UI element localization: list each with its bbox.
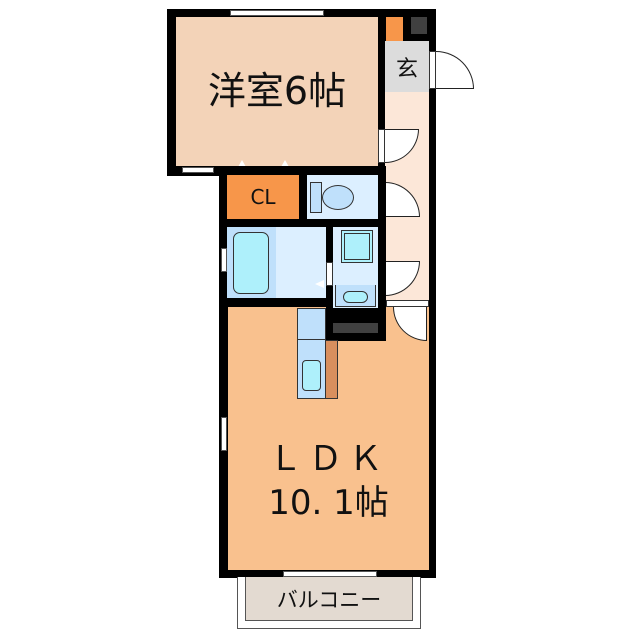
shoe-box bbox=[386, 17, 403, 41]
wash-basin-sink-icon bbox=[343, 291, 368, 303]
kitchen-sink-icon bbox=[302, 360, 321, 391]
bathtub-icon bbox=[233, 232, 269, 294]
bathroom-window bbox=[221, 248, 227, 272]
ldk-window-left bbox=[221, 417, 227, 451]
toilet-room bbox=[307, 175, 378, 219]
balcony: バルコニー bbox=[245, 577, 413, 621]
western-room-door-opening[interactable] bbox=[378, 129, 385, 163]
kitchen-bar-counter bbox=[326, 340, 338, 399]
kitchen-counter bbox=[297, 339, 326, 399]
balcony-label: バルコニー bbox=[276, 587, 382, 612]
closet-door-marker-1 bbox=[238, 160, 246, 167]
entrance: 玄 bbox=[385, 41, 429, 92]
kitchen-counter-upper bbox=[297, 308, 326, 340]
washing-machine-space-icon bbox=[341, 230, 373, 263]
closet-label: CL bbox=[250, 185, 276, 209]
entrance-door-opening[interactable] bbox=[429, 51, 436, 89]
western-room-window-top bbox=[230, 10, 324, 16]
bath-door-marker bbox=[315, 280, 324, 288]
closet-door-marker-2 bbox=[281, 160, 289, 167]
ldk-door-opening[interactable] bbox=[386, 300, 429, 307]
ldk-balcony-window[interactable] bbox=[283, 571, 377, 577]
western-room: 洋室6帖 bbox=[176, 17, 378, 166]
toilet-bowl-icon bbox=[322, 185, 354, 210]
washroom-bath-opening bbox=[326, 262, 333, 286]
meter-box-fill bbox=[411, 17, 427, 34]
refrigerator-space bbox=[333, 323, 378, 333]
toilet-tank-icon bbox=[310, 182, 322, 213]
western-room-window-bottom bbox=[182, 167, 214, 173]
entrance-door-swing-icon bbox=[436, 51, 474, 89]
bathroom bbox=[227, 227, 326, 298]
ldk-label-line1: ＬＤＫ bbox=[268, 438, 389, 479]
western-room-label: 洋室6帖 bbox=[207, 69, 347, 113]
closet: CL bbox=[227, 175, 299, 219]
entrance-label: 玄 bbox=[395, 56, 418, 82]
ldk-label-line2: 10. 1帖 bbox=[268, 482, 389, 523]
